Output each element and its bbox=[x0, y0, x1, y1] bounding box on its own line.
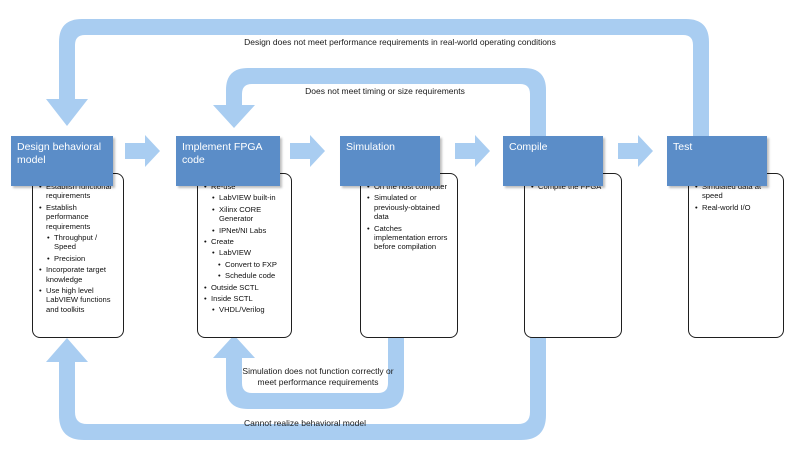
stage-item: Establish functional requirements bbox=[39, 182, 117, 201]
stage-item: Throughput / Speed bbox=[47, 233, 117, 252]
stage-item: VHDL/Verilog bbox=[212, 305, 285, 315]
stage-item: Establish performance requirements bbox=[39, 203, 117, 231]
stage-design-title: Design behavioral model bbox=[11, 136, 113, 186]
forward-arrow-1 bbox=[125, 135, 160, 167]
stage-item: Schedule code bbox=[218, 271, 285, 281]
stage-simulation-body: On the host computerSimulated or previou… bbox=[360, 173, 458, 338]
inner-top-loop-label: Does not meet timing or size requirement… bbox=[305, 86, 465, 96]
stage-item: Incorporate target knowledge bbox=[39, 265, 117, 284]
inner-top-loop-arrow bbox=[213, 68, 546, 137]
stage-item: Outside SCTL bbox=[204, 283, 285, 293]
stage-item: Convert to FXP bbox=[218, 260, 285, 270]
stage-item: Catches implementation errors before com… bbox=[367, 224, 451, 252]
stage-implement-items: Re-useLabVIEW built-inXilinx CORE Genera… bbox=[204, 182, 285, 315]
stage-test-items: Simulated data at speedReal-world I/O bbox=[695, 182, 777, 213]
outer-bottom-loop-label: Cannot realize behavioral model bbox=[244, 418, 366, 428]
stage-item: Create bbox=[204, 237, 285, 247]
stage-item: Xilinx CORE Generator bbox=[212, 205, 285, 224]
stage-item: Use high level LabVIEW functions and too… bbox=[39, 286, 117, 314]
stage-item: Precision bbox=[47, 254, 117, 264]
stage-compile-items: Compile the FPGA bbox=[531, 182, 615, 192]
inner-bottom-loop-label: Simulation does not function correctly o… bbox=[242, 366, 394, 387]
stage-design-body: Establish functional requirementsEstabli… bbox=[32, 173, 124, 338]
stage-design-items: Establish functional requirementsEstabli… bbox=[39, 182, 117, 314]
forward-arrow-2 bbox=[290, 135, 325, 167]
stage-simulation-items: On the host computerSimulated or previou… bbox=[367, 182, 451, 252]
stage-item: LabVIEW built-in bbox=[212, 193, 285, 203]
stage-implement-title: Implement FPGA code bbox=[176, 136, 280, 186]
stage-item: IPNet/NI Labs bbox=[212, 226, 285, 236]
stage-item: Simulated data at speed bbox=[695, 182, 777, 201]
stage-item: Compile the FPGA bbox=[531, 182, 615, 192]
inner-bottom-loop-arrow bbox=[213, 335, 404, 409]
stage-item: LabVIEW bbox=[212, 248, 285, 258]
outer-bottom-loop-arrow bbox=[46, 337, 546, 440]
forward-arrow-4 bbox=[618, 135, 653, 167]
stage-test-body: Simulated data at speedReal-world I/O bbox=[688, 173, 784, 338]
stage-implement-body: Re-useLabVIEW built-inXilinx CORE Genera… bbox=[197, 173, 292, 338]
stage-simulation-title: Simulation bbox=[340, 136, 440, 186]
stage-compile-title: Compile bbox=[503, 136, 603, 186]
stage-item: On the host computer bbox=[367, 182, 451, 192]
stage-item: Simulated or previously-obtained data bbox=[367, 193, 451, 221]
stage-item: Real-world I/O bbox=[695, 203, 777, 213]
stage-compile-body: Compile the FPGA bbox=[524, 173, 622, 338]
forward-arrow-3 bbox=[455, 135, 490, 167]
outer-top-loop-label: Design does not meet performance require… bbox=[244, 37, 556, 47]
stage-item: Re-use bbox=[204, 182, 285, 192]
outer-top-loop-arrow bbox=[46, 19, 709, 137]
stage-item: Inside SCTL bbox=[204, 294, 285, 304]
stage-test-title: Test bbox=[667, 136, 767, 186]
